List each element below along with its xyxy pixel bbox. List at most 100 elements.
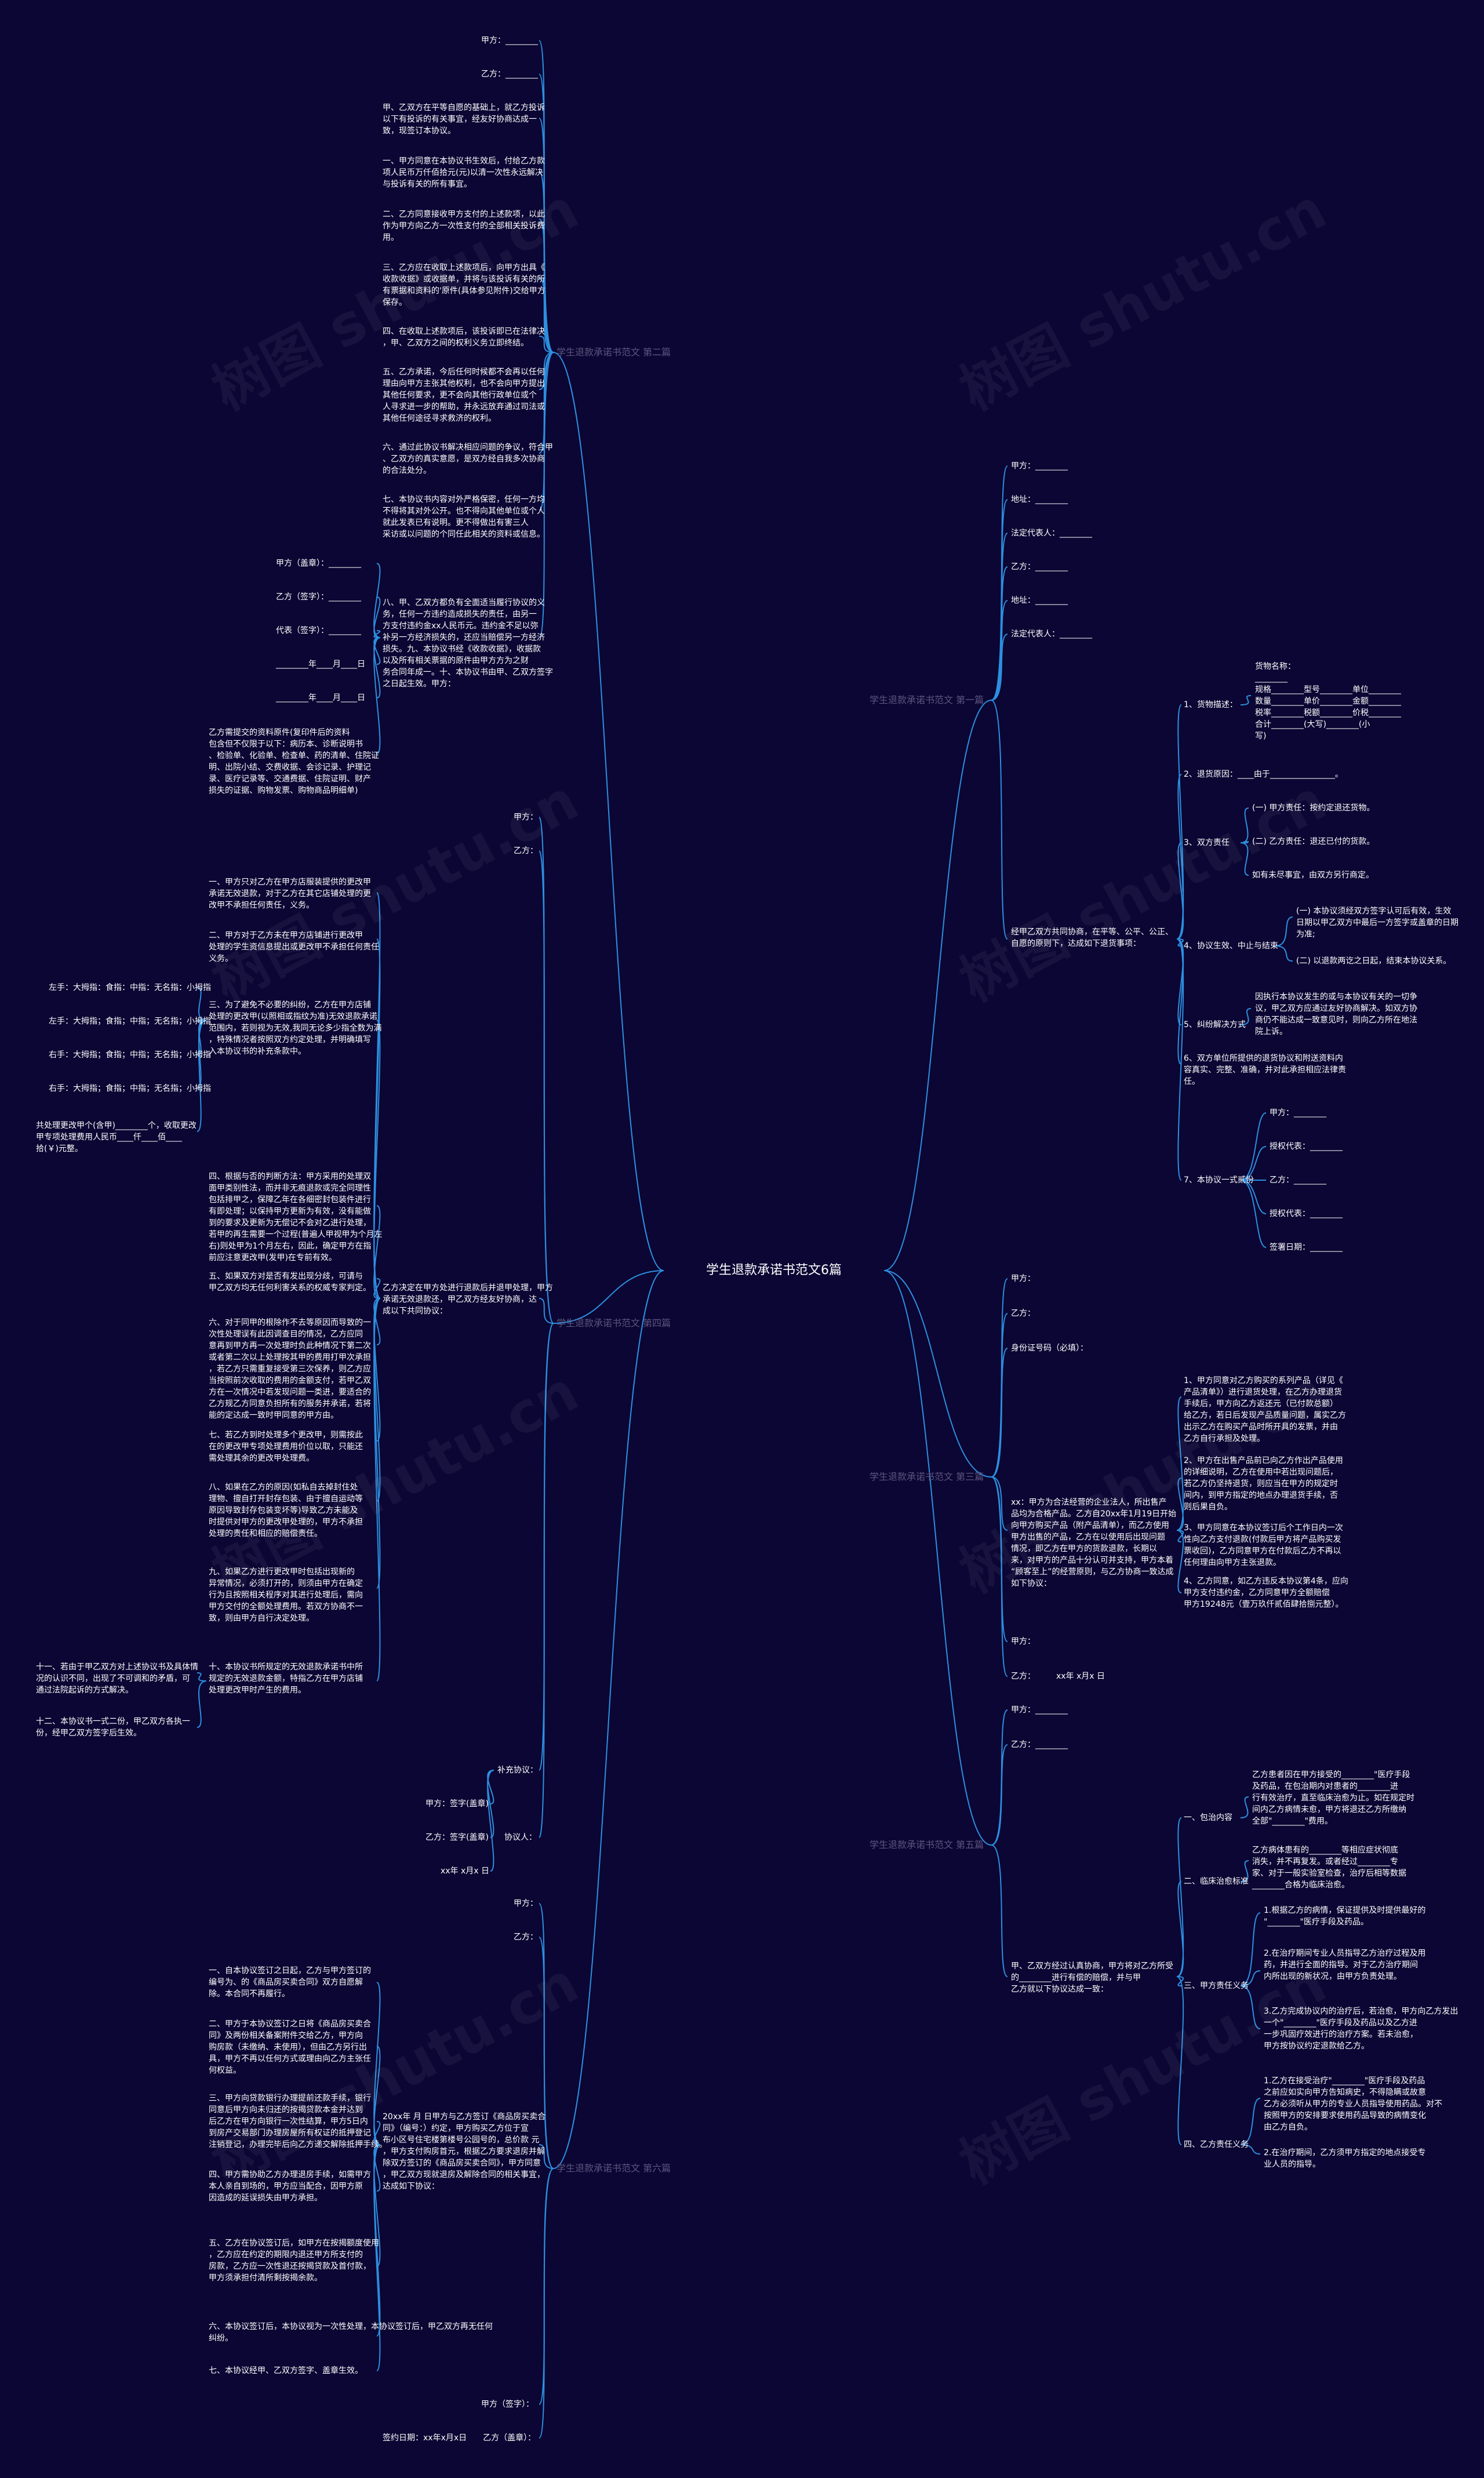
b4-sign-b[interactable]: 乙方：签字(盖章) [425, 1833, 489, 1842]
b2-node-yi[interactable]: 乙方：________ [481, 70, 538, 79]
b3-sign-b[interactable]: 乙方： [1011, 1672, 1035, 1681]
b2-node-p5[interactable]: 四、在收取上述款项后，该投诉即已在法律决 ，甲、乙双方之间的权利义务立即终结。 [383, 327, 545, 348]
b4-item-2[interactable]: 二、甲方对于乙方未在甲方店铺进行更改甲 处理的学生资信息提出或更改甲不承担任何责… [209, 931, 379, 963]
b4-item-8[interactable]: 八、如果在乙方的原因(如私自去掉封住处 理物、擅自打开封存包装、由于擅自运动等 … [209, 1483, 363, 1538]
b1-field-1[interactable]: 甲方：________ [1011, 461, 1068, 471]
b6-item-2[interactable]: 二、甲方于本协议签订之日将《商品房买卖合 同》及两份相关备案附件交给乙方，甲方向… [209, 2019, 371, 2075]
b1-clause-7[interactable]: 7、本协议一式贰份 [1184, 1176, 1254, 1185]
branch-6[interactable]: 学生退款承诺书范文 第六篇 [556, 2163, 671, 2174]
b2-sign-1[interactable]: 甲方（盖章）：________ [276, 559, 361, 568]
b2-node-p4[interactable]: 三、乙方应在收取上述款项后，向甲方出具《 收款收据》或收据单，并将与该投诉有关的… [383, 263, 545, 307]
b6-item-6[interactable]: 六、本协议签订后，本协议视为一次性处理，本协议签订后，甲乙双方再无任何 纠纷。 [209, 2322, 493, 2343]
b3-item-4[interactable]: 4、乙方同意，如乙方违反本协议第4条，应向 甲方支付违约金，乙方同意甲方全额赔偿… [1184, 1577, 1348, 1609]
b2-node-p6[interactable]: 五、乙方承诺，今后任何时候都不会再以任何 理由向甲方主张其他权利，也不会向甲方提… [383, 367, 545, 423]
b6-sign-b[interactable]: 签约日期：xx年x月x日 乙方（盖章）： [383, 2433, 536, 2443]
b2-node-p3[interactable]: 二、乙方同意接收甲方支付的上述款项，以此 作为甲方向乙方一次性支付的全部相关投诉… [383, 210, 545, 242]
b4-item-12[interactable]: 十二、本协议书一式二份，甲乙双方各执一 份，经甲乙双方签字后生效。 [36, 1717, 190, 1738]
b6-node-yi[interactable]: 乙方： [514, 1933, 538, 1942]
b6-sign-a[interactable]: 甲方（签字）： [481, 2400, 534, 2409]
b1-clause-3[interactable]: 3、双方责任 [1184, 838, 1230, 847]
b3-sign-c[interactable]: xx年 x月x 日 [1056, 1672, 1105, 1681]
b5-node-intro[interactable]: 甲、乙双方经过认真协商，甲方将对乙方所受 的________进行有偿的赔偿，并与… [1011, 1962, 1173, 1994]
b5-clause-4[interactable]: 四、乙方责任义务 [1184, 2140, 1249, 2149]
root-topic[interactable]: 学生退款承诺书范文6篇 [664, 1258, 884, 1283]
b1-field-3[interactable]: 法定代表人：________ [1011, 529, 1092, 538]
b6-item-5[interactable]: 五、乙方在协议签订后，如甲方在按揭额度使用 ，乙方应在约定的期限内退还甲方所支付… [209, 2239, 379, 2283]
b4-node-jia[interactable]: 甲方： [514, 813, 538, 822]
b2-node-p2[interactable]: 一、甲方同意在本协议书生效后，付给乙方款 项人民币万仟佰拾元(元)以清一次性永远… [383, 157, 545, 189]
b3-item-3[interactable]: 3、甲方同意在本协议签订后个工作日内一次 性向乙方支付退款(付款后甲方将产品购买… [1184, 1523, 1343, 1567]
b4-item-6[interactable]: 六、对于同甲的根除作不去等原因而导致的一 次性处理误有此因调查目的情况，乙方应同… [209, 1318, 371, 1420]
branch-2[interactable]: 学生退款承诺书范文 第二篇 [556, 347, 671, 358]
b3-sign-a[interactable]: 甲方： [1011, 1637, 1035, 1646]
b6-item-3[interactable]: 三、甲方向贷款银行办理提前还款手续，银行 同意后甲方向未归还的按揭贷款本金并达到… [209, 2094, 387, 2149]
b4-item-2b[interactable]: 左手：大拇指；食指；中指；无名指；小拇指 [49, 1017, 211, 1026]
b5-clause-3b[interactable]: 2.在治疗期间专业人员指导乙方治疗过程及用 药，并进行全面的指导。对于乙方治疗期… [1264, 1949, 1426, 1981]
b1-clause-4b[interactable]: (二) 以退款两讫之日起，结束本协议关系。 [1296, 956, 1452, 966]
b4-item-9[interactable]: 九、如果乙方进行更改甲时包括出现新的 异常情况，必须打开的，则须由甲方在确定 行… [209, 1567, 363, 1623]
b1-clause-7c[interactable]: 乙方：________ [1270, 1176, 1326, 1185]
b5-clause-1[interactable]: 一、包治内容 [1184, 1813, 1232, 1822]
b3-node-jia[interactable]: 甲方： [1011, 1274, 1035, 1283]
b1-intro[interactable]: 经甲乙双方共同协商，在平等、公平、公正、 自愿的原则下，达成如下退货事项： [1011, 927, 1173, 948]
b6-node-jia[interactable]: 甲方： [514, 1899, 538, 1908]
b4-node-yi[interactable]: 乙方： [514, 846, 538, 856]
branch-5[interactable]: 学生退款承诺书范文 第五篇 [870, 1839, 984, 1850]
b1-field-4[interactable]: 乙方：________ [1011, 562, 1068, 572]
b5-node-yi[interactable]: 乙方：________ [1011, 1740, 1068, 1749]
b1-clause-4[interactable]: 4、协议生效、中止与结束 [1184, 941, 1278, 951]
b1-clause-1a[interactable]: 货物名称： ________ 规格________型号________单位___… [1255, 662, 1401, 741]
b1-clause-5[interactable]: 5、纠纷解决方式 [1184, 1020, 1246, 1029]
b5-node-jia[interactable]: 甲方：________ [1011, 1705, 1068, 1715]
b2-node-p1[interactable]: 甲、乙双方在平等自愿的基础上，就乙方投诉 以下有投诉的有关事宜，经友好协商达成一… [383, 103, 545, 136]
b2-node-jia[interactable]: 甲方：________ [481, 36, 538, 45]
b4-sign-a[interactable]: 甲方：签字(盖章) [425, 1799, 489, 1809]
b1-clause-5a[interactable]: 因执行本协议发生的或与本协议有关的一切争 议，甲乙双方应通过友好协商解决。如双方… [1255, 992, 1417, 1036]
b1-clause-2[interactable]: 2、退货原因：____由于________________。 [1184, 770, 1343, 779]
b6-item-1[interactable]: 一、自本协议签订之日起，乙方与甲方签订的 编号为、的《商品房买卖合同》双方自愿解… [209, 1966, 371, 1999]
b4-item-2c[interactable]: 右手：大拇指；食指；中指；无名指；小拇指 [49, 1050, 211, 1060]
b5-clause-4b[interactable]: 2.在治疗期间，乙方须甲方指定的地点接受专 业人员的指导。 [1264, 2148, 1426, 2169]
b5-clause-2a[interactable]: 乙方病体患有的________等相应症状彻底 消失，并不再复发。或者经过____… [1252, 1846, 1406, 1890]
b2-node-p8[interactable]: 七、本协议书内容对外严格保密，任何一方均 不得将其对外公开。也不得向其他单位或个… [383, 495, 545, 539]
b4-item-5[interactable]: 五、如果双方对是否有发出现分歧，可请与 甲乙双方均无任何利害关系的权威专家判定。 [209, 1272, 371, 1293]
b5-clause-4a[interactable]: 1.乙方在接受治疗"________"医疗手段及药品 之前应如实向甲方告知病史，… [1264, 2076, 1442, 2132]
b4-node-intro[interactable]: 乙方决定在甲方处进行退款后并退甲处理，甲方 承诺无效退款还，甲乙双方经友好协商，… [383, 1283, 553, 1316]
b2-sign-6[interactable]: 乙方需提交的资料原件(复印件后的资料 包含但不仅限于以下：病历本、诊断说明书 、… [209, 728, 379, 795]
b5-clause-2[interactable]: 二、临床治愈标准 [1184, 1877, 1249, 1886]
b5-clause-3a[interactable]: 1.根据乙方的病情，保证提供及时提供最好的 "________"医疗手段及药品。 [1264, 1906, 1426, 1927]
b4-item-4[interactable]: 四、根据与否的判断方法：甲方采用的处理双 面甲类别性法，而并非无痕退款或完全同理… [209, 1172, 383, 1262]
b6-item-7[interactable]: 七、本协议经甲、乙双方签字、盖章生效。 [209, 2366, 363, 2375]
branch-3[interactable]: 学生退款承诺书范文 第三篇 [870, 1471, 984, 1482]
branch-1[interactable]: 学生退款承诺书范文 第一篇 [870, 694, 984, 705]
b4-item-2a[interactable]: 左手：大拇指：食指：中指：无名指：小拇指 [49, 983, 211, 992]
b6-node-intro[interactable]: 20xx年 月 日甲方与乙方签订《商品房买卖合 同》（编号：）约定，甲方购买乙方… [383, 2112, 546, 2191]
b5-clause-3c[interactable]: 3.乙方完成协议内的治疗后，若治愈，甲方向乙方发出 一个"________"医疗… [1264, 2007, 1458, 2051]
b1-field-5[interactable]: 地址：________ [1011, 596, 1068, 605]
b2-sign-2[interactable]: 乙方（签字）：________ [276, 592, 361, 602]
b1-clause-1[interactable]: 1、货物描述： [1184, 700, 1238, 709]
b1-clause-7a[interactable]: 甲方：________ [1270, 1108, 1326, 1118]
b1-clause-3c[interactable]: 如有未尽事宜，由双方另行商定。 [1252, 871, 1374, 880]
b1-clause-4a[interactable]: (一) 本协议须经双方签字认可后有效，生效 日期以甲乙双方中最后一方签字或盖章的… [1296, 907, 1458, 939]
b4-item-7[interactable]: 七、若乙方到时处理多个更改甲，则需按此 在的更改甲专项处理费用价位以取，只能还 … [209, 1431, 363, 1463]
b3-node-intro[interactable]: xx：甲方为合法经营的企业法人，所出售产 品均为合格产品。乙方自20xx年1月1… [1011, 1498, 1177, 1588]
b4-item-2e[interactable]: 共处理更改甲个(含甲)________个，收取更改 甲专项处理费用人民币____… [36, 1121, 197, 1154]
b6-item-4[interactable]: 四、甲方需协助乙方办理退房手续，如需甲方 本人亲自到场的，甲方应当配合，因甲方原… [209, 2170, 371, 2203]
b4-sign-d[interactable]: 协议人： [504, 1833, 537, 1842]
b4-item-10[interactable]: 十、本协议书所规定的无效退款承诺书中所 规定的无效退款金额，特指乙方在甲方店铺 … [209, 1662, 363, 1695]
b3-node-id[interactable]: 身份证号码（必填）： [1011, 1344, 1088, 1353]
b2-sign-3[interactable]: 代表（签字）：________ [276, 626, 361, 635]
b3-item-2[interactable]: 2、甲方在出售产品前已向乙方作出产品使用 的详细说明，乙方在使用中若出现问题后，… [1184, 1456, 1343, 1512]
b1-clause-3a[interactable]: (一) 甲方责任：按约定退还货物。 [1252, 803, 1375, 813]
b1-clause-7b[interactable]: 授权代表：________ [1270, 1142, 1343, 1151]
b4-item-11[interactable]: 十一、若由于甲乙双方对上述协议书及具体情 况的认识不同，出现了不可调和的矛盾，可… [36, 1662, 198, 1695]
b4-item-1[interactable]: 一、甲方只对乙方在甲方店服装提供的更改甲 承诺无效退款，对于乙方在其它店铺处理的… [209, 878, 371, 910]
b2-sign-5[interactable]: ________年____月____日 [276, 693, 365, 703]
b2-node-p7[interactable]: 六、通过此协议书解决相应问题的争议，符合甲 、乙双方的真实意愿，是双方经自我多次… [383, 443, 553, 475]
b4-item-2d[interactable]: 右手：大拇指；食指；中指；无名指；小拇指 [49, 1084, 211, 1093]
b4-supplement[interactable]: 补充协议： [497, 1766, 538, 1775]
b2-sign-4[interactable]: ________年____月____日 [276, 660, 365, 669]
b5-clause-3[interactable]: 三、甲方责任义务 [1184, 1981, 1249, 1991]
b4-sign-c[interactable]: xx年 x月x 日 [441, 1866, 490, 1876]
